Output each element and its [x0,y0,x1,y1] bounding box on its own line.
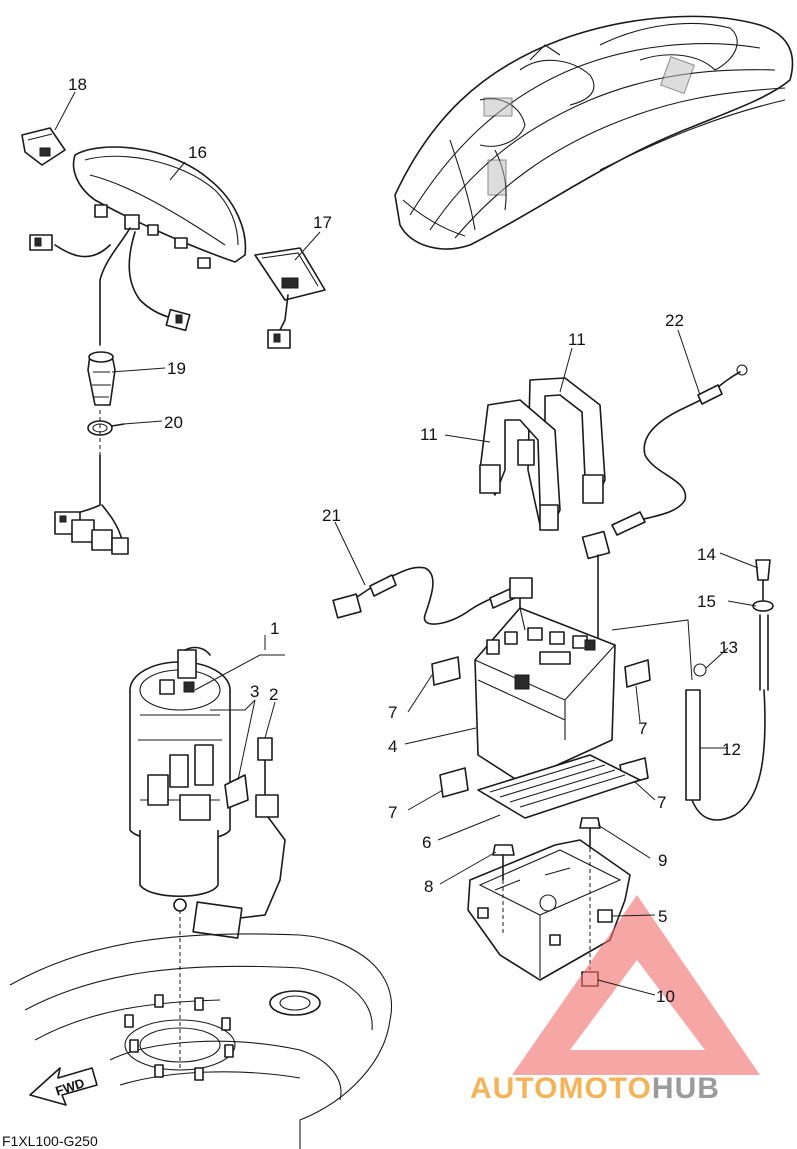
callout-8: 8 [424,877,433,896]
battery-straps [479,377,606,531]
callout-12: 12 [722,740,741,759]
callout-7b: 7 [638,719,647,738]
vent-hose [611,559,774,821]
callout-21: 21 [322,506,341,525]
battery-mat [477,754,641,819]
callout-4: 4 [388,737,397,756]
fuel-pump-assembly [129,646,286,1070]
callout-11a: 11 [568,330,586,349]
fwd-direction-arrow: FWD [29,1067,98,1106]
callout-7c: 7 [388,803,397,822]
callout-10: 10 [656,987,675,1006]
svg-text:AUTOMOTOHUB: AUTOMOTOHUB [470,1072,720,1105]
callout-15: 15 [697,592,716,611]
watermark-text-secondary: HUB [652,1072,720,1105]
callout-5: 5 [658,907,667,926]
callout-7d: 7 [657,793,666,812]
battery-case [467,817,631,987]
meter-assembly [21,127,326,555]
watermark-triangle-icon [512,895,760,1075]
battery [474,607,616,783]
battery-cables [332,364,748,651]
callout-11b: 11 [420,425,438,444]
callout-17: 17 [313,213,332,232]
callout-7a: 7 [388,703,397,722]
watermark-logo: AUTOMOTOHUB [470,895,760,1105]
callout-2: 2 [269,685,278,704]
drawing-code: F1XL100-G250 [2,1133,98,1149]
callout-20: 20 [164,413,183,432]
watercraft-illustration [394,15,794,250]
watermark-text-primary: AUTOMOTO [470,1072,652,1105]
callout-14: 14 [697,545,716,564]
callout-22: 22 [665,311,684,330]
hull-deck-illustration [9,933,392,1149]
callout-labels: 18 16 17 19 20 11 11 22 21 14 15 13 12 1… [68,75,741,1006]
battery-pads [431,656,651,798]
deck-studs [124,994,234,1081]
leader-lines [54,91,759,996]
callout-1: 1 [270,619,279,638]
callout-16: 16 [188,143,207,162]
callout-9: 9 [658,851,667,870]
callout-6: 6 [422,833,431,852]
callout-3: 3 [250,682,259,701]
callout-19: 19 [167,359,186,378]
callout-13: 13 [719,638,738,657]
callout-18: 18 [68,75,87,94]
